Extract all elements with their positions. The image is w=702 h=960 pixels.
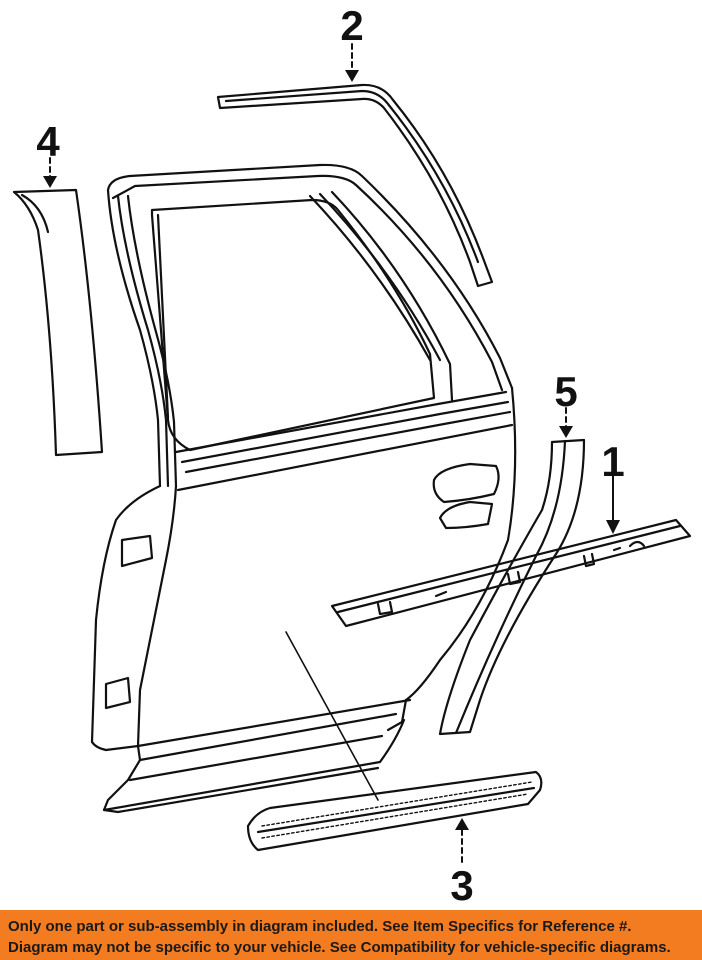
callout-3: 3 bbox=[450, 862, 473, 909]
disclaimer-line-2: Diagram may not be specific to your vehi… bbox=[8, 939, 671, 956]
callout-1: 1 bbox=[601, 438, 624, 485]
part-1-body-side-molding bbox=[330, 518, 692, 628]
callout-arrowheads bbox=[43, 70, 620, 830]
callout-leaders bbox=[49, 43, 614, 863]
disclaimer-line-1: Only one part or sub-assembly in diagram… bbox=[8, 918, 632, 935]
disclaimer-banner: Only one part or sub-assembly in diagram… bbox=[0, 910, 702, 960]
part-5-rear-applique bbox=[438, 438, 586, 736]
part-2-weatherstrip bbox=[216, 83, 494, 288]
parts-diagram: 1 2 3 4 5 bbox=[12, 2, 692, 909]
rear-door-shell bbox=[90, 163, 517, 814]
callout-4: 4 bbox=[36, 118, 60, 165]
part-3-lower-molding bbox=[246, 770, 543, 852]
part-4-pillar-applique bbox=[12, 188, 104, 457]
callout-5: 5 bbox=[554, 368, 577, 415]
callout-2: 2 bbox=[340, 2, 363, 49]
